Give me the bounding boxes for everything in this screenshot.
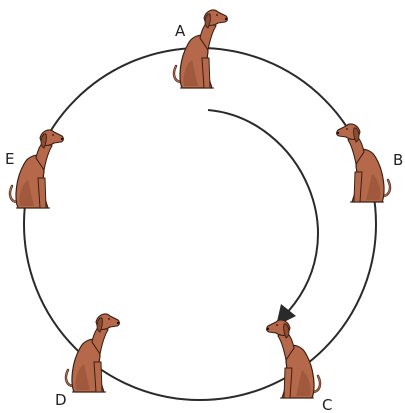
- dog-d: D: [55, 314, 119, 409]
- dog-b: B: [337, 124, 404, 202]
- dog-label-b: B: [393, 151, 403, 169]
- dog-c: C: [267, 320, 333, 413]
- dog-label-a: A: [175, 22, 186, 40]
- dog-e: E: [5, 130, 63, 208]
- sitting-dog-icon: [337, 124, 390, 202]
- circle-path: [24, 48, 376, 400]
- sitting-dog-icon: [66, 314, 119, 392]
- dog-label-d: D: [55, 391, 67, 409]
- sitting-dog-icon: [10, 130, 63, 208]
- clockwise-arrow: [208, 110, 318, 318]
- dog-label-c: C: [322, 396, 332, 413]
- dog-label-e: E: [5, 150, 14, 168]
